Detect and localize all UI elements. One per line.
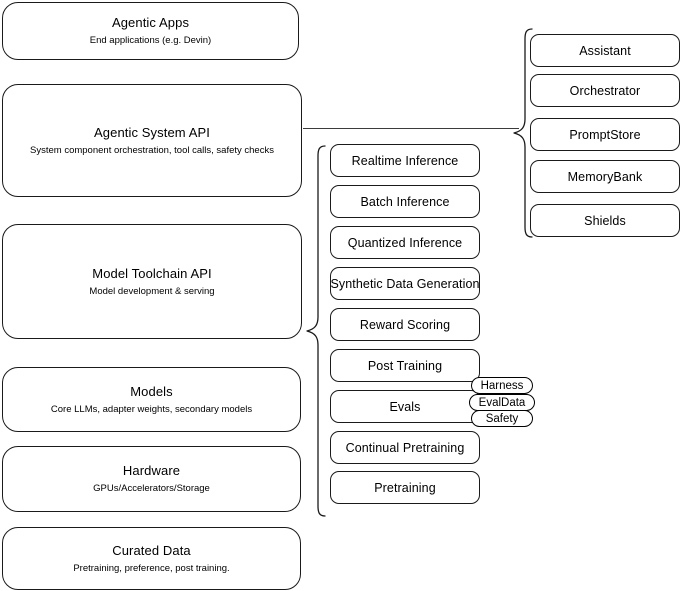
layer-title: Hardware <box>122 463 181 478</box>
pill-label: Harness <box>480 379 524 392</box>
toolchain-item-label: Post Training <box>367 358 443 373</box>
toolchain-item-continual-pretraining[interactable]: Continual Pretraining <box>330 431 480 464</box>
layer-subtitle: Pretraining, preference, post training. <box>73 562 230 574</box>
system-component-label: Shields <box>584 213 626 228</box>
system-component-shields[interactable]: Shields <box>530 204 680 237</box>
stack-layer-agentic-system-api[interactable]: Agentic System API System component orch… <box>2 84 302 197</box>
system-component-promptstore[interactable]: PromptStore <box>530 118 680 151</box>
system-component-label: Assistant <box>579 43 631 58</box>
stack-layer-hardware[interactable]: Hardware GPUs/Accelerators/Storage <box>2 446 301 512</box>
toolchain-item-batch-inference[interactable]: Batch Inference <box>330 185 480 218</box>
layer-subtitle: GPUs/Accelerators/Storage <box>93 483 210 494</box>
connector-agentic-system-api-to-components <box>303 128 519 129</box>
layer-title: Models <box>130 383 173 399</box>
layer-title: Curated Data <box>112 542 191 558</box>
toolchain-item-label: Evals <box>389 399 421 414</box>
evals-subcomponent-safety[interactable]: Safety <box>471 410 533 427</box>
toolchain-item-realtime-inference[interactable]: Realtime Inference <box>330 144 480 177</box>
toolchain-brace <box>306 145 326 517</box>
toolchain-item-label: Synthetic Data Generation <box>330 276 480 291</box>
stack-layer-agentic-apps[interactable]: Agentic Apps End applications (e.g. Devi… <box>2 2 299 60</box>
toolchain-item-label: Quantized Inference <box>347 235 463 250</box>
layer-title: Agentic System API <box>94 124 210 140</box>
toolchain-item-label: Reward Scoring <box>359 317 451 332</box>
evals-subcomponent-evaldata[interactable]: EvalData <box>469 394 535 411</box>
toolchain-item-pretraining[interactable]: Pretraining <box>330 471 480 504</box>
stack-layer-curated-data[interactable]: Curated Data Pretraining, preference, po… <box>2 527 301 590</box>
pill-label: Safety <box>485 412 519 425</box>
toolchain-item-evals[interactable]: Evals <box>330 390 480 423</box>
toolchain-item-post-training[interactable]: Post Training <box>330 349 480 382</box>
layer-title: Model Toolchain API <box>92 265 212 281</box>
layer-title: Agentic Apps <box>111 15 190 30</box>
system-component-label: Orchestrator <box>569 83 641 98</box>
toolchain-item-label: Pretraining <box>374 480 436 495</box>
toolchain-item-reward-scoring[interactable]: Reward Scoring <box>330 308 480 341</box>
stack-layer-model-toolchain-api[interactable]: Model Toolchain API Model development & … <box>2 224 302 339</box>
toolchain-item-label: Realtime Inference <box>351 153 459 168</box>
toolchain-item-label: Batch Inference <box>360 194 450 209</box>
toolchain-item-synthetic-data-generation[interactable]: Synthetic Data Generation <box>330 267 480 300</box>
evals-subcomponent-harness[interactable]: Harness <box>471 377 533 394</box>
layer-subtitle: System component orchestration, tool cal… <box>30 144 274 156</box>
layer-subtitle: Model development & serving <box>89 285 215 297</box>
layer-subtitle: End applications (e.g. Devin) <box>89 35 212 46</box>
system-component-orchestrator[interactable]: Orchestrator <box>530 74 680 107</box>
layer-subtitle: Core LLMs, adapter weights, secondary mo… <box>50 403 253 415</box>
stack-layer-models[interactable]: Models Core LLMs, adapter weights, secon… <box>2 367 301 432</box>
pill-label: EvalData <box>478 396 526 409</box>
system-component-assistant[interactable]: Assistant <box>530 34 680 67</box>
system-component-label: PromptStore <box>569 127 641 142</box>
system-component-label: MemoryBank <box>567 169 643 184</box>
toolchain-item-quantized-inference[interactable]: Quantized Inference <box>330 226 480 259</box>
toolchain-item-label: Continual Pretraining <box>345 440 465 455</box>
system-component-memorybank[interactable]: MemoryBank <box>530 160 680 193</box>
system-components-brace <box>513 28 533 238</box>
